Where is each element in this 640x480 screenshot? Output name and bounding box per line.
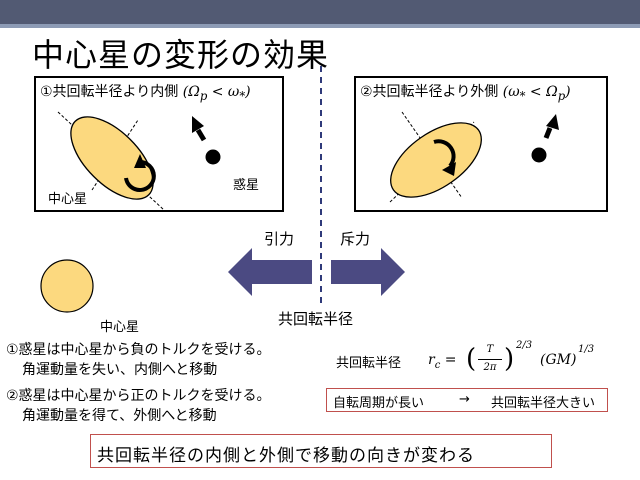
outer-rotation-arrow	[433, 139, 456, 168]
panel-outer-drawing	[389, 111, 559, 203]
panel-inner-corotation: ①共回転半径より内側 (Ωp < ω*) 中心星 惑星	[34, 76, 284, 212]
note-1-line1: ①惑星は中心星から負のトルクを受ける。	[6, 342, 271, 358]
inner-star-label: 中心星	[48, 192, 88, 207]
attract-arrow-icon	[228, 248, 312, 296]
repel-arrow-icon	[331, 248, 405, 296]
note-1-line2: 角運動量を失い、内側へと移動	[22, 362, 218, 378]
outer-rotation-arrowhead	[442, 162, 456, 176]
relation-box: 自転周期が長い → 共回転半径大きい	[326, 388, 608, 412]
slide-top-bar-accent	[0, 24, 640, 28]
panel-outer-corotation: ②共回転半径より外側 (ω* < Ωp)	[354, 76, 608, 212]
repel-label: 斥力	[340, 230, 371, 248]
relation-right: 共回転半径大きい	[491, 396, 596, 411]
inner-planet-label: 惑星	[233, 178, 260, 193]
outer-planet-arrowhead	[546, 114, 559, 130]
relation-left: 自転周期が長い	[333, 396, 425, 411]
slide-title: 中心星の変形の効果	[32, 36, 330, 74]
inner-rotation-arrowhead	[134, 154, 146, 168]
corotation-line	[320, 66, 322, 304]
corotation-radius-label: 共回転半径	[278, 310, 354, 328]
relation-arrow: →	[459, 392, 470, 407]
outer-deformed-star	[390, 122, 482, 198]
outer-planet	[531, 147, 547, 163]
panel-outer-condition: (ω* < Ωp)	[502, 84, 571, 103]
attract-label: 引力	[264, 230, 295, 248]
inner-deformed-star	[70, 116, 154, 200]
central-star-label: 中心星	[100, 320, 140, 335]
note-2-line2: 角運動量を得て、外側へと移動	[22, 408, 217, 424]
inner-planet-arrow-shaft	[195, 128, 207, 142]
note-2: ②惑星は中心星から正のトルクを受ける。 角運動量を得て、外側へと移動	[6, 386, 271, 426]
central-star	[40, 259, 94, 313]
slide-top-bar	[0, 0, 640, 24]
panel-inner-drawing	[57, 111, 221, 211]
outer-planet-arrow-shaft	[543, 127, 553, 139]
inner-planet-arrowhead	[192, 116, 204, 133]
panel-outer-label: ②共回転半径より外側 (ω* < Ωp)	[360, 81, 571, 103]
conclusion-text: 共回転半径の内側と外側で移動の向きが変わる	[97, 446, 475, 466]
inner-rotation-arrow	[124, 160, 156, 192]
inner-planet	[205, 149, 221, 165]
conclusion-box: 共回転半径の内側と外側で移動の向きが変わる	[90, 434, 552, 468]
note-2-line1: ②惑星は中心星から正のトルクを受ける。	[6, 388, 271, 404]
panel-inner-label: ①共回転半径より内側 (Ωp < ω*)	[40, 81, 251, 103]
panel-outer-title: ②共回転半径より外側	[360, 84, 499, 100]
formula-label: 共回転半径	[336, 356, 402, 371]
panel-inner-condition: (Ωp < ω*)	[182, 84, 251, 103]
note-1: ①惑星は中心星から負のトルクを受ける。 角運動量を失い、内側へと移動	[6, 340, 271, 380]
panel-inner-title: ①共回転半径より内側	[40, 84, 179, 100]
